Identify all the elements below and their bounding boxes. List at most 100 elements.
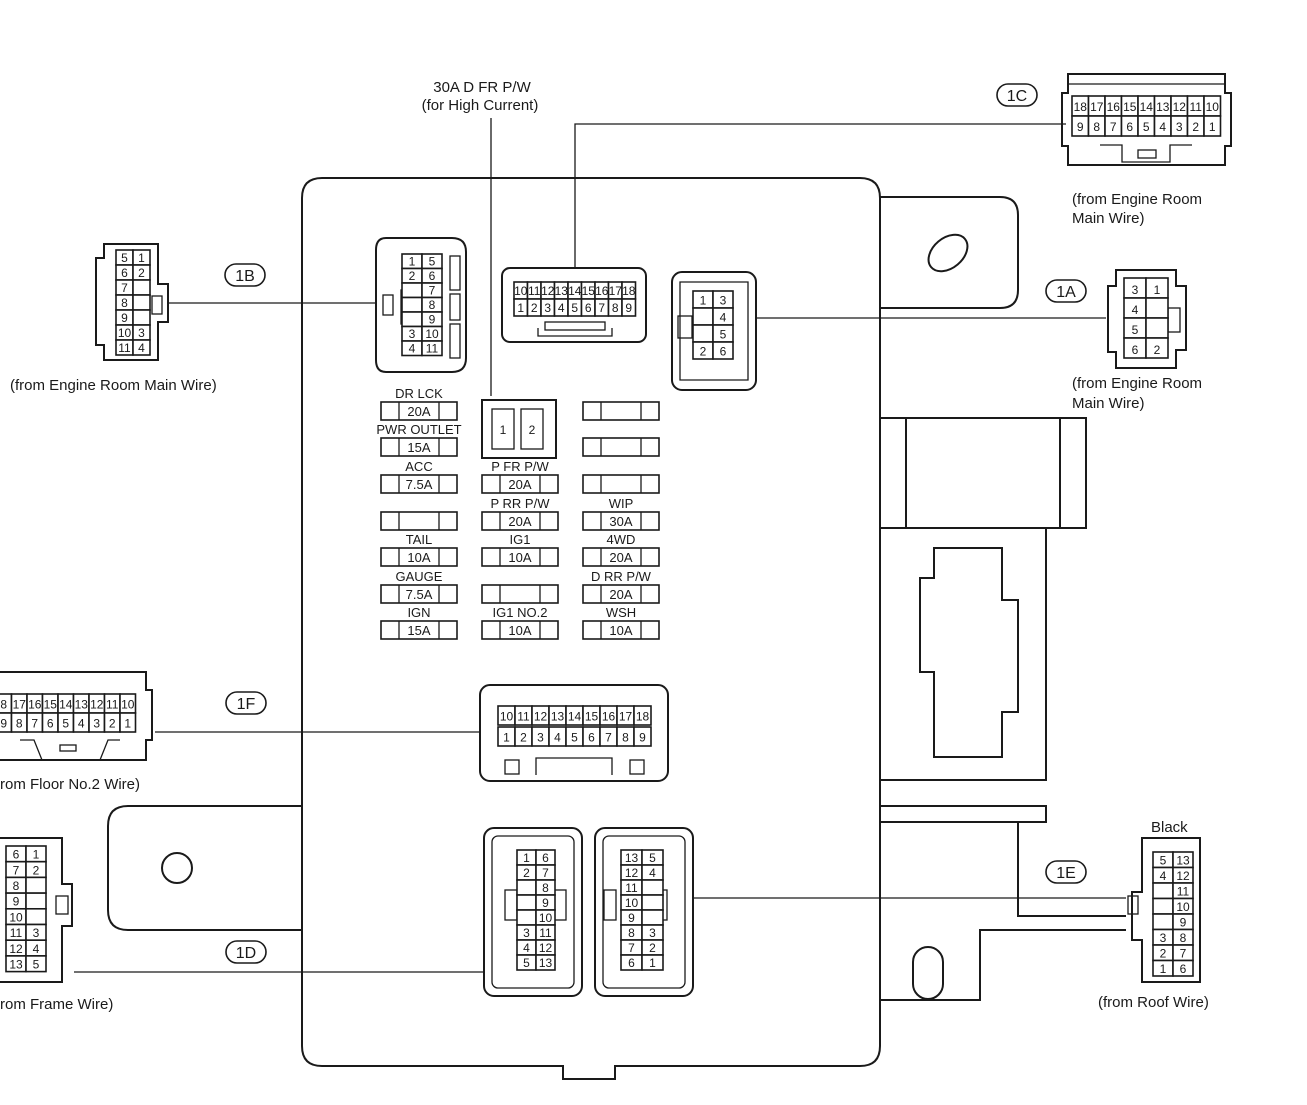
relay-pin: 2 (529, 423, 536, 437)
connector-outline (671, 271, 757, 391)
pin-number: 2 (109, 716, 116, 730)
pin-number: 4 (138, 341, 145, 355)
pin-number: 4 (554, 730, 561, 744)
pin-number: 9 (628, 911, 635, 925)
pin-number: 3 (523, 926, 530, 940)
pin-number: 13 (555, 284, 569, 298)
pin-number: 12 (9, 942, 23, 956)
fuse-col3 (582, 474, 660, 494)
fuse-label: PWR OUTLET (376, 422, 461, 437)
pin-number: 5 (33, 957, 40, 971)
pin-number: 13 (551, 709, 565, 723)
pin-cell (1145, 337, 1169, 359)
connector-outline (677, 315, 693, 339)
source-1c-line2: Main Wire) (1072, 210, 1145, 227)
connector-outline (1107, 269, 1187, 369)
pin-number: 4 (1160, 869, 1167, 883)
source-1a-line2: Main Wire) (1072, 395, 1145, 412)
pin-number: 9 (1077, 120, 1084, 134)
pin-number: 3 (649, 926, 656, 940)
connector-outline (504, 889, 518, 921)
fuse-body (481, 584, 559, 604)
fuse-label: WIP (609, 496, 634, 511)
tag-1c: 1C (1007, 88, 1027, 105)
pin-number: 10 (121, 697, 135, 711)
fuse-rating: 15A (407, 440, 430, 455)
pin-cell (516, 909, 537, 926)
pin-number: 4 (523, 941, 530, 955)
pin-number: 2 (1154, 343, 1161, 357)
pin-cell (1152, 882, 1174, 900)
pin-number: 13 (539, 956, 553, 970)
pin-number: 3 (1132, 283, 1139, 297)
pin-number: 15 (582, 284, 596, 298)
pin-number: 6 (542, 851, 549, 865)
pin-cell (401, 282, 423, 299)
pin-number: 6 (1180, 962, 1187, 976)
pin-number: 3 (138, 326, 145, 340)
pin-number: 13 (1156, 100, 1170, 114)
pin-number: 2 (523, 866, 530, 880)
pin-number: 12 (541, 284, 555, 298)
pin-number: 10 (9, 910, 23, 924)
color-note-1e: Black (1151, 819, 1188, 836)
pin-cell (401, 311, 423, 328)
pin-number: 1 (700, 294, 707, 308)
pin-number: 16 (595, 284, 609, 298)
fuse-rating: 20A (407, 404, 430, 419)
pin-cell (535, 954, 556, 971)
connector-outline (501, 267, 647, 343)
pin-number: 3 (93, 716, 100, 730)
pin-number: 10 (500, 709, 514, 723)
pin-number: 11 (118, 341, 131, 355)
pin-cell (421, 340, 443, 357)
pin-number: 3 (1160, 931, 1167, 945)
pin-number: 11 (1177, 884, 1190, 898)
pin-number: 15 (44, 697, 58, 711)
pin-number: 17 (13, 697, 27, 711)
pin-number: 2 (138, 266, 145, 280)
fuse-rating: 10A (609, 623, 632, 638)
top-label-line2: (for High Current) (422, 97, 539, 114)
connector-outline (537, 328, 613, 337)
fuse-rating: 20A (508, 477, 531, 492)
fuse-body (481, 474, 559, 494)
pin-number: 4 (33, 942, 40, 956)
pin-cell (119, 712, 137, 733)
pin-number: 3 (1176, 120, 1183, 134)
connector-outline (1137, 149, 1157, 159)
connector-outline (0, 837, 73, 983)
pin-number: 1 (517, 301, 524, 315)
pin-number: 7 (1180, 946, 1187, 960)
connector-outline (55, 895, 69, 915)
fuse-col2: P FR P/W 20A (481, 459, 559, 494)
fuse-rating: 7.5A (406, 477, 433, 492)
pin-number: 17 (1090, 100, 1104, 114)
fuse-rating: 20A (609, 550, 632, 565)
pin-cell (621, 298, 637, 317)
pin-number: 5 (1132, 323, 1139, 337)
pin-number: 8 (622, 730, 629, 744)
connector-outline (479, 684, 669, 782)
pin-number: 2 (1192, 120, 1199, 134)
pin-cell (1203, 115, 1222, 137)
pin-number: 1 (138, 251, 145, 265)
pin-number: 4 (78, 716, 85, 730)
fuse-label: 4WD (607, 532, 636, 547)
pin-number: 2 (409, 269, 416, 283)
fuse-label: P FR P/W (491, 459, 549, 474)
pin-number: 12 (90, 697, 104, 711)
leader-lines (74, 118, 1126, 973)
pin-number: 7 (13, 863, 20, 877)
source-1d: rom Frame Wire) (0, 996, 113, 1013)
connector-outline (382, 294, 394, 316)
